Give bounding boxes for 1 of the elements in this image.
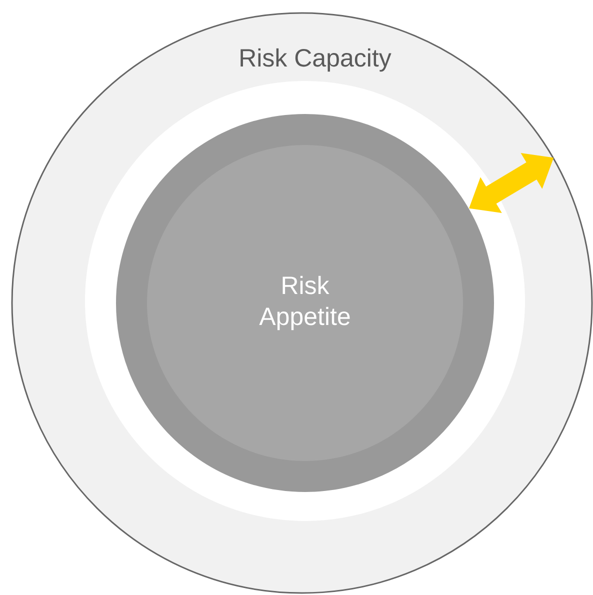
circle-label: Risk Appetite (147, 145, 463, 461)
